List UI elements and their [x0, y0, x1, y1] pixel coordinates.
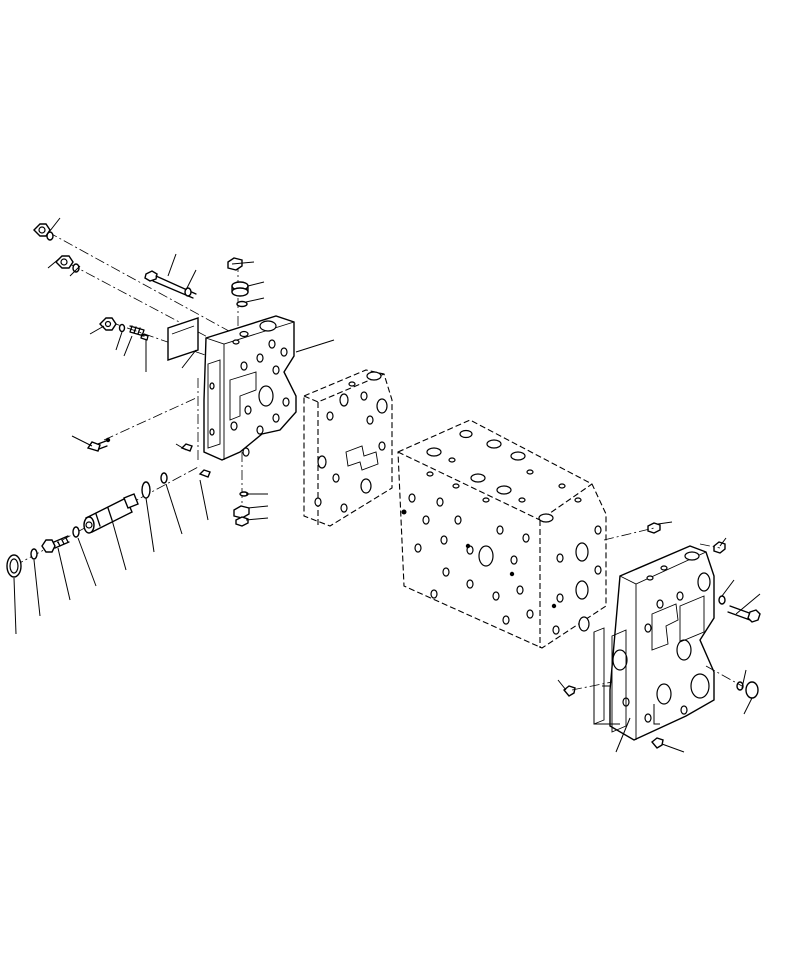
port-holes — [426, 429, 582, 523]
valve-cartridge-part — [83, 493, 139, 534]
leader-lines — [13, 217, 761, 753]
plug-spring-set — [99, 317, 149, 341]
left-small-parts — [6, 223, 250, 578]
plug-part — [647, 522, 661, 534]
o-ring-part — [30, 548, 38, 560]
cap-part — [231, 281, 249, 297]
bolt-part — [718, 595, 761, 623]
screw-part — [198, 469, 211, 478]
main-valve-block-dashed — [397, 419, 607, 649]
plug-part — [233, 505, 250, 527]
side-ports — [552, 525, 602, 635]
section-valve-block-right — [593, 545, 715, 741]
screw-part — [651, 737, 664, 749]
o-ring-part — [236, 300, 248, 308]
bolt-part — [144, 270, 197, 299]
screw-part — [41, 535, 70, 553]
section-valve-block-left — [167, 315, 297, 461]
screw-part — [563, 685, 576, 697]
cap-part — [736, 681, 759, 699]
right-small-parts — [563, 522, 761, 749]
spacer-plate-dashed — [303, 369, 393, 527]
o-ring-part — [160, 472, 168, 484]
o-ring-part — [141, 481, 151, 499]
end-cap-part — [6, 554, 22, 578]
bolt-part — [86, 437, 111, 452]
screw-part — [180, 443, 193, 452]
plug-part — [33, 223, 54, 241]
o-ring-part — [72, 526, 80, 538]
face-holes — [401, 493, 557, 625]
plug-part — [55, 255, 80, 273]
